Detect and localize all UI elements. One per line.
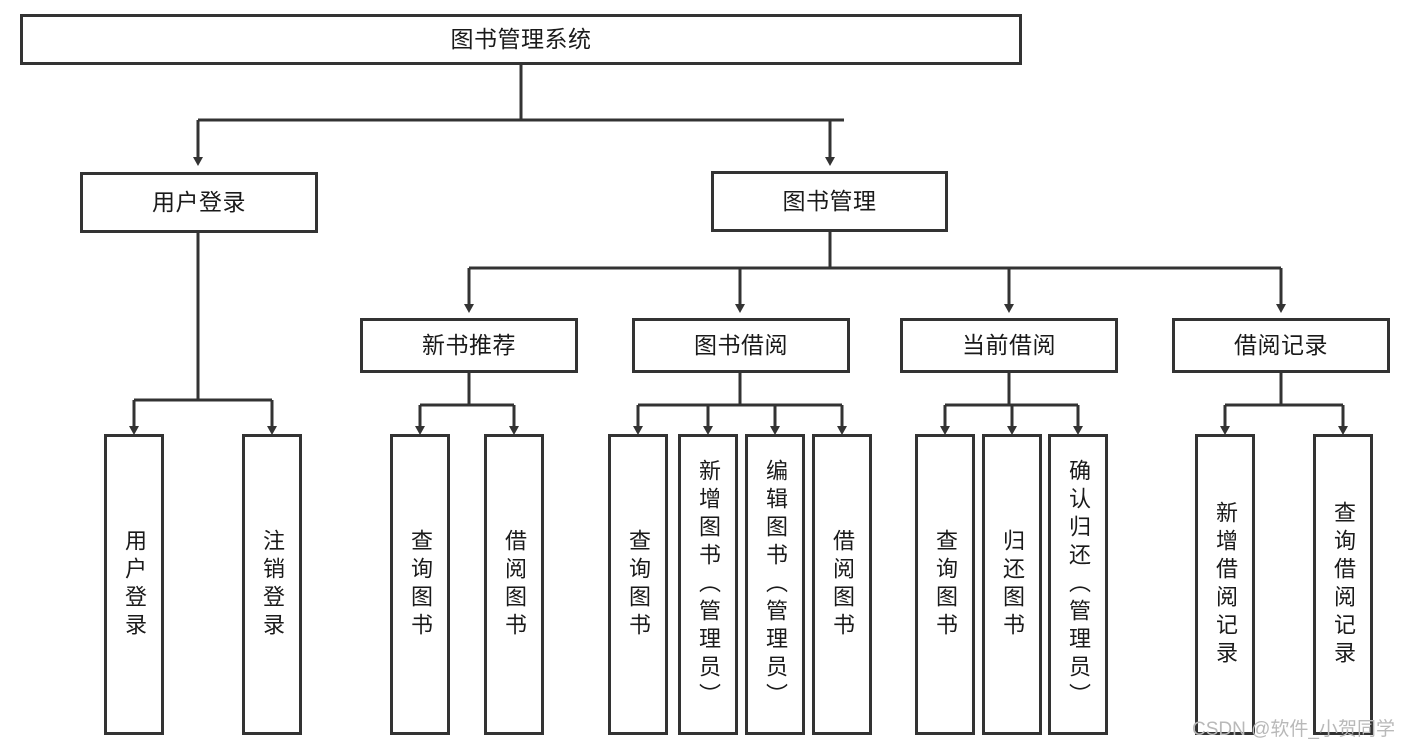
leaf-book-borrow-1-label: 查询图书 [626, 528, 651, 641]
leaf-book-borrow-4[interactable]: 借阅图书 [812, 434, 872, 735]
leaf-current-borrow-3-label: 确认归还（管理员） [1066, 458, 1091, 711]
leaf-book-borrow-2-label: 新增图书（管理员） [696, 458, 721, 711]
node-book-borrow[interactable]: 图书借阅 [632, 318, 850, 373]
leaf-book-borrow-4-label: 借阅图书 [830, 528, 855, 641]
node-user-login[interactable]: 用户登录 [80, 172, 318, 233]
leaf-user-login-1-label: 用户登录 [122, 528, 147, 641]
node-user-login-label: 用户登录 [152, 188, 246, 215]
leaf-current-borrow-2[interactable]: 归还图书 [982, 434, 1042, 735]
node-new-book-recommend-label: 新书推荐 [422, 331, 516, 358]
node-book-management[interactable]: 图书管理 [711, 171, 948, 232]
leaf-current-borrow-2-label: 归还图书 [1000, 528, 1025, 641]
leaf-current-borrow-1-label: 查询图书 [933, 528, 958, 641]
leaf-borrow-record-2[interactable]: 查询借阅记录 [1313, 434, 1373, 735]
leaf-user-login-1[interactable]: 用户登录 [104, 434, 164, 735]
leaf-new-book-2-label: 借阅图书 [502, 528, 527, 641]
leaf-borrow-record-1[interactable]: 新增借阅记录 [1195, 434, 1255, 735]
node-root[interactable]: 图书管理系统 [20, 14, 1022, 65]
leaf-user-login-2[interactable]: 注销登录 [242, 434, 302, 735]
node-borrow-record-label: 借阅记录 [1234, 331, 1328, 358]
node-root-label: 图书管理系统 [450, 25, 592, 52]
node-book-management-label: 图书管理 [782, 187, 877, 214]
leaf-user-login-2-label: 注销登录 [260, 528, 285, 641]
leaf-borrow-record-2-label: 查询借阅记录 [1331, 500, 1356, 669]
leaf-new-book-1[interactable]: 查询图书 [390, 434, 450, 735]
node-new-book-recommend[interactable]: 新书推荐 [360, 318, 578, 373]
node-current-borrow-label: 当前借阅 [962, 331, 1056, 358]
leaf-current-borrow-1[interactable]: 查询图书 [915, 434, 975, 735]
leaf-book-borrow-1[interactable]: 查询图书 [608, 434, 668, 735]
leaf-new-book-1-label: 查询图书 [408, 528, 433, 641]
node-current-borrow[interactable]: 当前借阅 [900, 318, 1118, 373]
leaf-new-book-2[interactable]: 借阅图书 [484, 434, 544, 735]
leaf-book-borrow-3-label: 编辑图书（管理员） [763, 458, 788, 711]
node-borrow-record[interactable]: 借阅记录 [1172, 318, 1390, 373]
leaf-book-borrow-3[interactable]: 编辑图书（管理员） [745, 434, 805, 735]
leaf-book-borrow-2[interactable]: 新增图书（管理员） [678, 434, 738, 735]
leaf-current-borrow-3[interactable]: 确认归还（管理员） [1048, 434, 1108, 735]
node-book-borrow-label: 图书借阅 [694, 331, 788, 358]
leaf-borrow-record-1-label: 新增借阅记录 [1213, 500, 1238, 669]
